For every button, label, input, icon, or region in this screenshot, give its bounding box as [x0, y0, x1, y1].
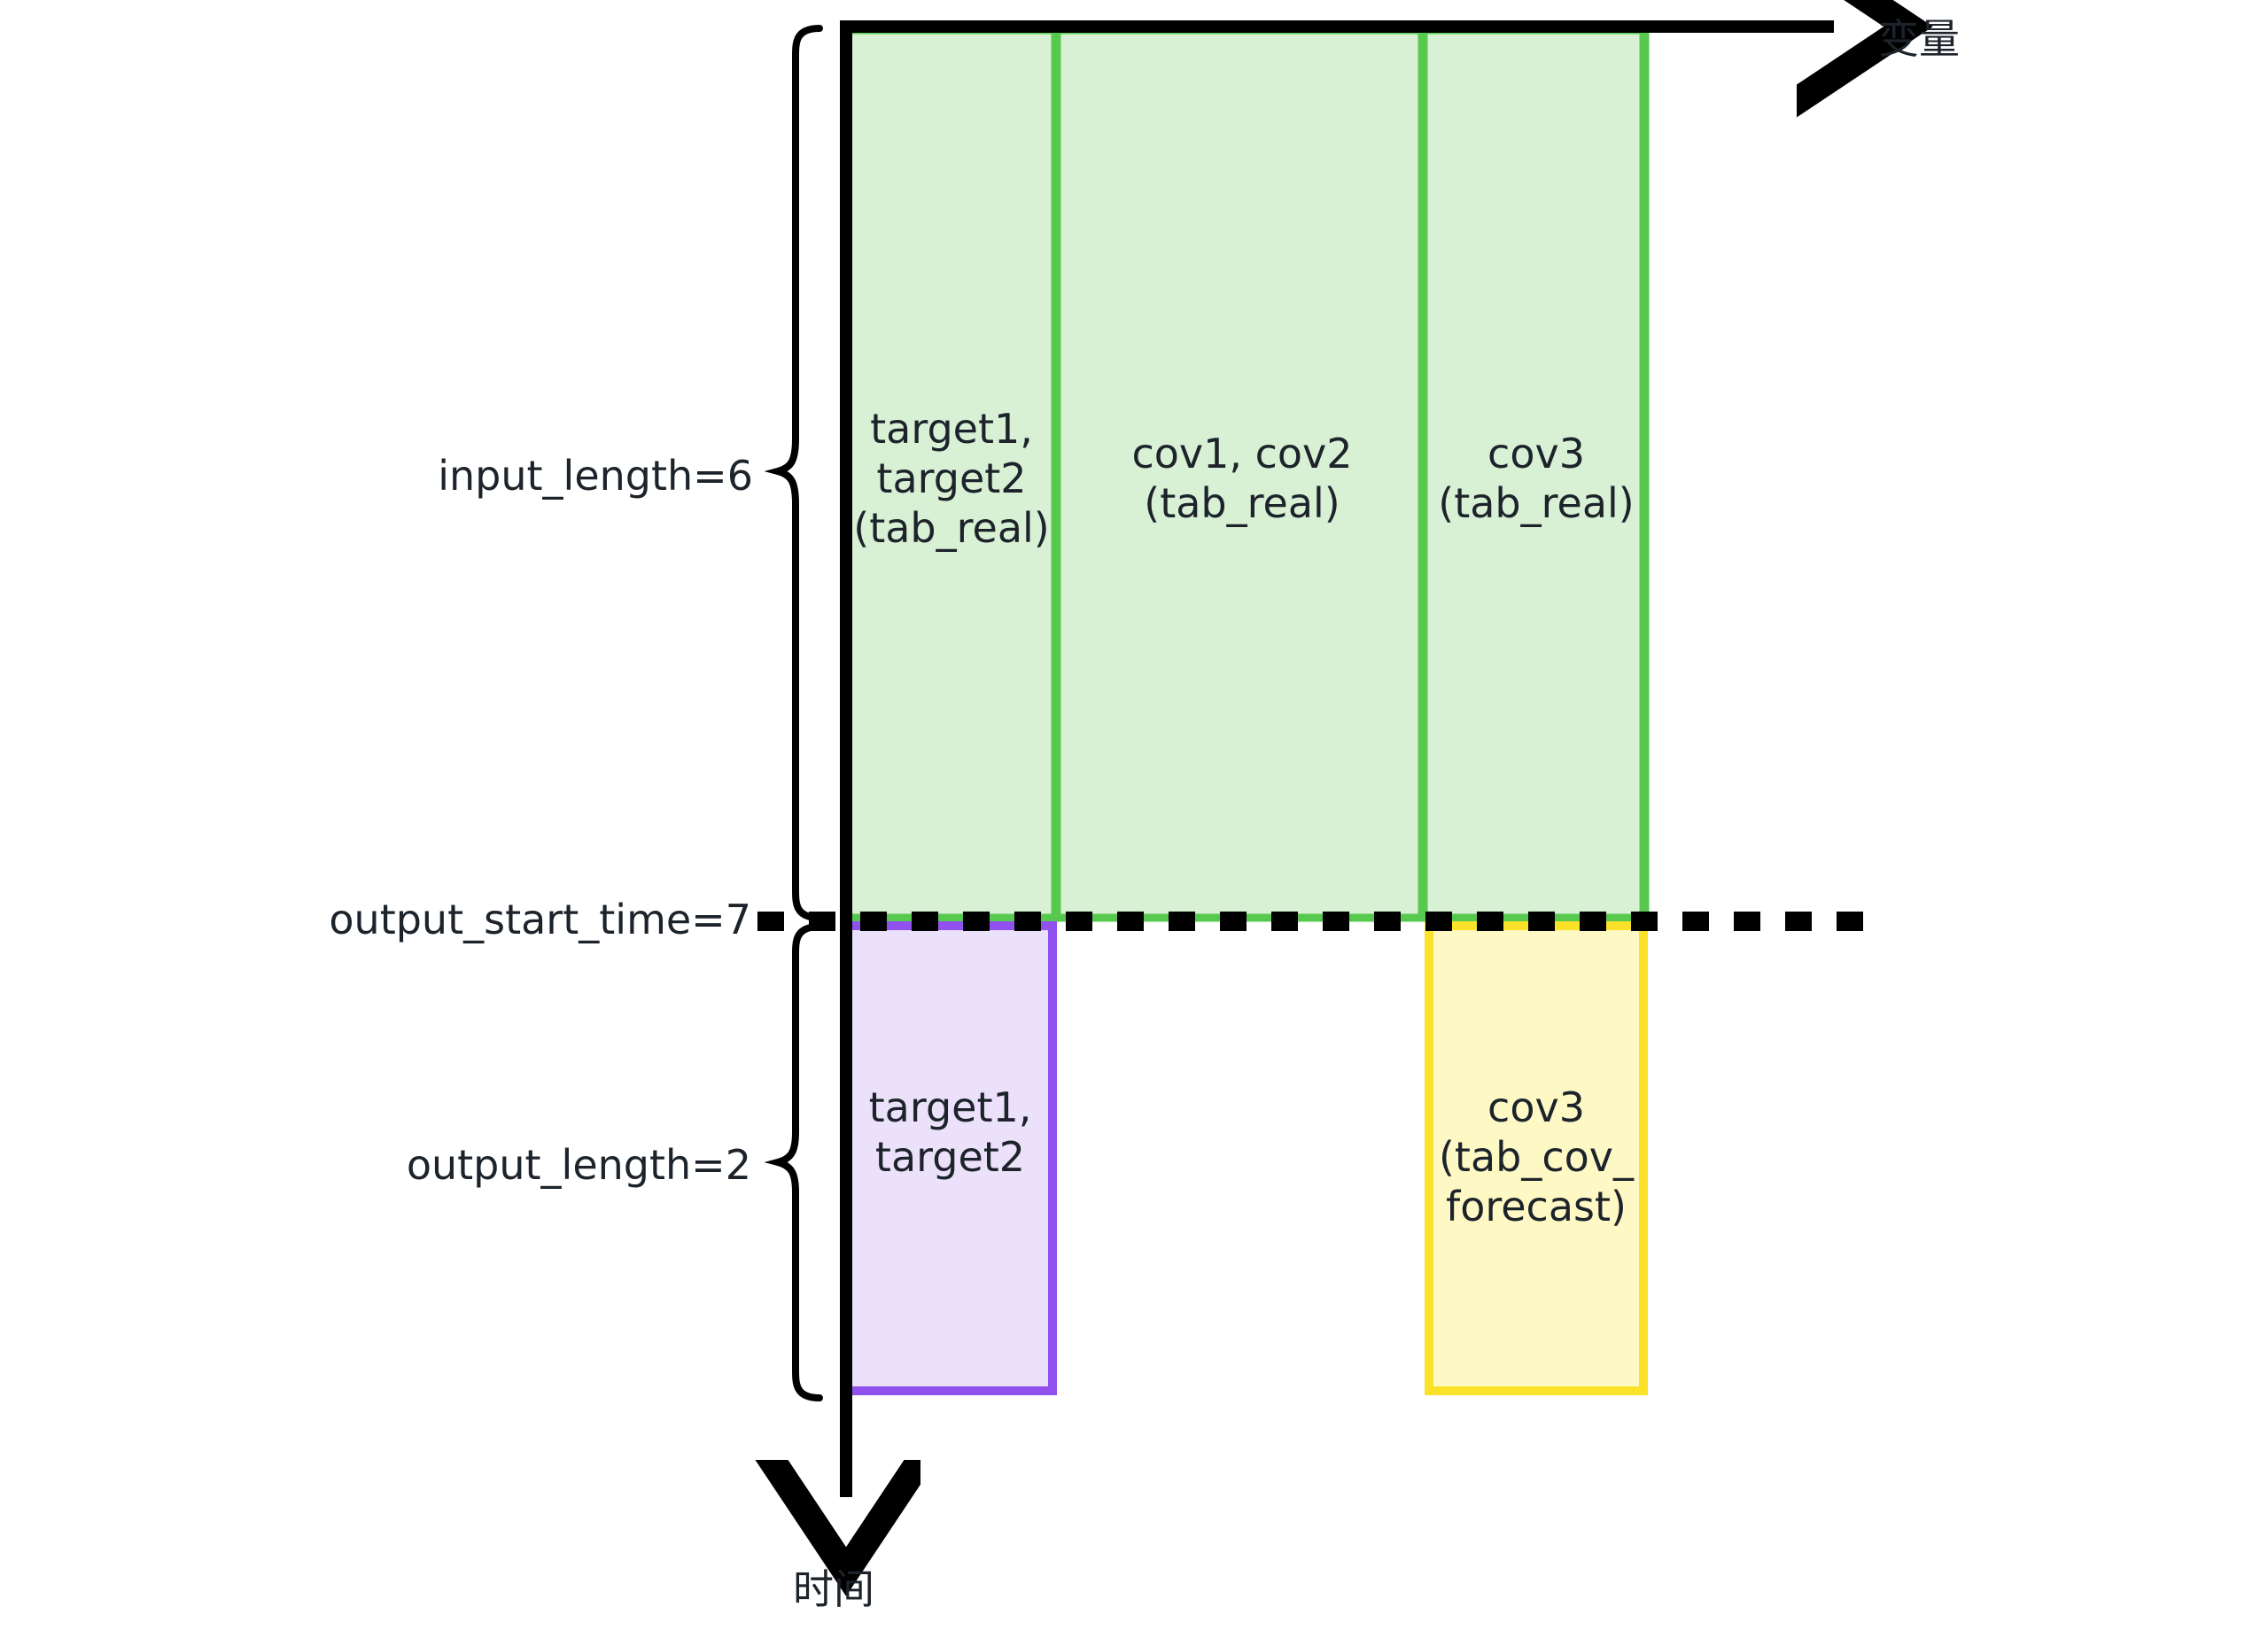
output-cov3-label: cov3 (tab_cov_ forecast) [1438, 1083, 1635, 1231]
output-length-label: output_length=2 [406, 1141, 751, 1189]
y-axis-label: 时间 [793, 1565, 874, 1613]
input-length-label: input_length=6 [438, 452, 753, 500]
input-cov3-block [1425, 27, 1648, 921]
input-cov12-block [1060, 27, 1425, 921]
output-cov3-block [1425, 921, 1648, 1395]
input-cov3-label: cov3 (tab_real) [1438, 430, 1635, 528]
input-length-brace [764, 25, 823, 921]
output-start-time-label: output_start_time=7 [329, 896, 751, 943]
input-targets-label: target1, target2 (tab_real) [853, 405, 1050, 553]
output-length-brace [764, 923, 823, 1401]
output-targets-label: target1, target2 [868, 1083, 1032, 1182]
input-targets-block [843, 27, 1060, 921]
output-targets-block [843, 921, 1057, 1395]
x-axis-label: 变量 [1878, 15, 1960, 63]
input-cov12-label: cov1, cov2 (tab_real) [1131, 430, 1353, 528]
